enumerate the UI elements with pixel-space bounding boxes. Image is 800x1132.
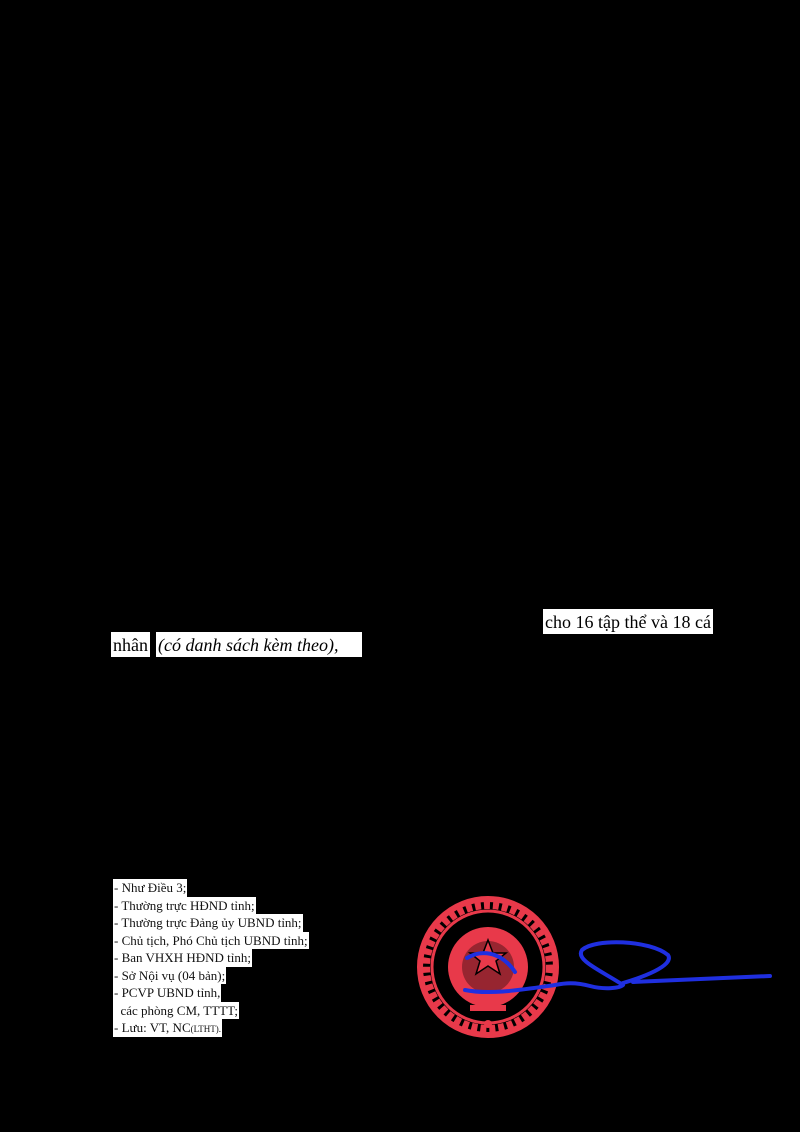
recipient-item: - Như Điều 3;: [113, 879, 188, 897]
recipient-item: - Chủ tịch, Phó Chủ tịch UBND tỉnh;: [113, 931, 309, 949]
recipient-item: - Ban VHXH HĐND tỉnh;: [113, 949, 252, 967]
recipient-item: các phòng CM, TTTT;: [113, 1001, 239, 1019]
body-text-italic: (có danh sách kèm theo),: [156, 632, 362, 657]
recipient-item: - Thường trực Đảng ủy UBND tỉnh;: [113, 914, 303, 932]
recipient-item: - Thường trực HĐND tỉnh;: [113, 896, 256, 914]
body-text-fragment: cho 16 tập thể và 18 cá: [543, 609, 713, 634]
official-seal: [417, 896, 559, 1038]
body-text-fragment: nhân: [111, 632, 150, 657]
signature: [463, 940, 772, 995]
recipient-item: - PCVP UBND tỉnh,: [113, 984, 222, 1002]
archive-line: - Lưu: VT, NC(LTHT).: [113, 1019, 223, 1037]
archive-suffix: (LTHT).: [190, 1024, 222, 1034]
archive-label: - Lưu: VT, NC: [114, 1020, 191, 1035]
recipient-item: - Sở Nội vụ (04 bản);: [113, 966, 227, 984]
